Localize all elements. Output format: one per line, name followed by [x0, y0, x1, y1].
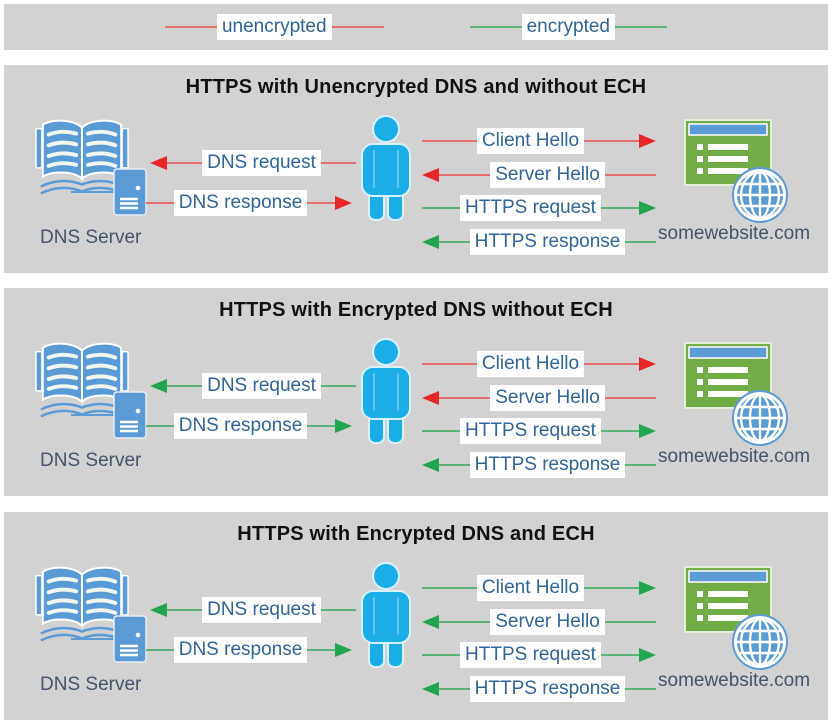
arrow-https-request: HTTPS request: [422, 194, 656, 222]
arrow-label: Client Hello: [476, 351, 585, 377]
arrowhead-left-icon: [422, 615, 439, 629]
arrowhead-left-icon: [150, 379, 167, 393]
legend-line: [331, 26, 384, 28]
arrow-dns-response: DNS response: [146, 636, 352, 664]
dns-server-icon: [113, 615, 147, 663]
arrow-label: HTTPS response: [469, 229, 626, 255]
arrowhead-right-icon: [335, 196, 352, 210]
arrowhead-left-icon: [150, 603, 167, 617]
arrowhead-left-icon: [422, 682, 439, 696]
arrow-client-hello: Client Hello: [422, 350, 656, 378]
arrowhead-left-icon: [422, 235, 439, 249]
arrow-label: Server Hello: [490, 385, 605, 411]
legend-item-encrypted: encrypted: [469, 14, 668, 40]
arrowhead-left-icon: [422, 168, 439, 182]
arrow-dns-response: DNS response: [146, 412, 352, 440]
arrow-dns-response: DNS response: [146, 189, 352, 217]
arrow-label: Server Hello: [490, 162, 605, 188]
arrow-dns-request: DNS request: [150, 596, 356, 624]
user-icon: [361, 115, 411, 221]
user-icon: [361, 562, 411, 668]
arrow-client-hello: Client Hello: [422, 574, 656, 602]
arrow-label: HTTPS response: [469, 452, 626, 478]
arrowhead-right-icon: [639, 581, 656, 595]
dns-server-label: DNS Server: [40, 227, 142, 248]
arrowhead-right-icon: [639, 357, 656, 371]
dns-server-icon: [113, 168, 147, 216]
website-label: somewebsite.com: [658, 223, 811, 244]
book-server-connector: [71, 638, 115, 640]
dns-book-icon: [35, 119, 129, 195]
book-server-connector: [71, 414, 115, 416]
dns-server-label: DNS Server: [40, 674, 142, 695]
book-server-connector: [71, 191, 115, 193]
legend-line: [469, 26, 522, 28]
legend-item-unencrypted: unencrypted: [164, 14, 384, 40]
arrow-https-response: HTTPS response: [422, 451, 657, 479]
arrowhead-right-icon: [639, 134, 656, 148]
website-icon: [684, 566, 788, 670]
arrow-dns-request: DNS request: [150, 149, 356, 177]
arrowhead-left-icon: [422, 458, 439, 472]
website-icon: [684, 119, 788, 223]
arrow-https-request: HTTPS request: [422, 417, 656, 445]
arrow-label: Client Hello: [476, 575, 585, 601]
panel-title: HTTPS with Encrypted DNS without ECH: [219, 299, 613, 321]
dns-server-icon: [113, 391, 147, 439]
arrowhead-right-icon: [335, 419, 352, 433]
panel-title: HTTPS with Encrypted DNS and ECH: [237, 523, 595, 545]
arrowhead-right-icon: [335, 643, 352, 657]
arrow-label: HTTPS response: [469, 676, 626, 702]
panel-encrypted-dns-ech: HTTPS with Encrypted DNS and ECH DNS Ser…: [4, 512, 828, 720]
arrow-server-hello: Server Hello: [422, 161, 657, 189]
panel-title: HTTPS with Unencrypted DNS and without E…: [185, 76, 647, 98]
panel-unencrypted-dns: HTTPS with Unencrypted DNS and without E…: [4, 65, 828, 273]
arrowhead-right-icon: [639, 424, 656, 438]
arrow-server-hello: Server Hello: [422, 608, 657, 636]
arrow-label: DNS response: [173, 413, 308, 439]
arrow-label: HTTPS request: [460, 642, 601, 668]
arrow-label: Server Hello: [490, 609, 605, 635]
arrow-dns-request: DNS request: [150, 372, 356, 400]
arrowhead-left-icon: [150, 156, 167, 170]
dns-book-icon: [35, 566, 129, 642]
legend-line: [164, 26, 217, 28]
arrow-label: DNS response: [173, 637, 308, 663]
arrow-label: DNS request: [202, 150, 321, 176]
arrowhead-left-icon: [422, 391, 439, 405]
arrowhead-right-icon: [639, 201, 656, 215]
arrow-label: DNS response: [173, 190, 308, 216]
arrow-label: Client Hello: [476, 128, 585, 154]
arrow-https-response: HTTPS response: [422, 675, 657, 703]
website-icon: [684, 342, 788, 446]
legend: unencrypted encrypted: [4, 4, 828, 50]
dns-book-icon: [35, 342, 129, 418]
arrow-label: DNS request: [202, 597, 321, 623]
arrowhead-right-icon: [639, 648, 656, 662]
dns-server-label: DNS Server: [40, 450, 142, 471]
arrow-label: HTTPS request: [460, 418, 601, 444]
panel-encrypted-dns: HTTPS with Encrypted DNS without ECH DNS…: [4, 288, 828, 496]
legend-label: unencrypted: [216, 14, 332, 40]
arrow-https-response: HTTPS response: [422, 228, 657, 256]
arrow-client-hello: Client Hello: [422, 127, 656, 155]
arrow-label: HTTPS request: [460, 195, 601, 221]
website-label: somewebsite.com: [658, 446, 811, 467]
legend-label: encrypted: [521, 14, 616, 40]
arrow-label: DNS request: [202, 373, 321, 399]
user-icon: [361, 338, 411, 444]
arrow-https-request: HTTPS request: [422, 641, 656, 669]
legend-line: [615, 26, 668, 28]
website-label: somewebsite.com: [658, 670, 811, 691]
arrow-server-hello: Server Hello: [422, 384, 657, 412]
